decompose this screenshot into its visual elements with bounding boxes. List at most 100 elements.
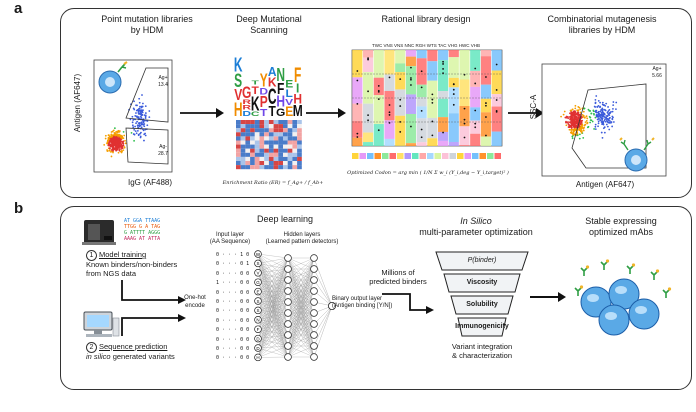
- flow-dot: [565, 124, 568, 127]
- design-dot: [463, 136, 466, 139]
- flow-dot: [123, 146, 126, 149]
- heatmap-cell: [278, 132, 283, 137]
- flow-dot: [146, 124, 149, 127]
- flow-dot: [589, 116, 592, 119]
- design-block: [405, 113, 416, 144]
- flow-dot: [597, 125, 599, 128]
- antigen-icon: [605, 259, 610, 263]
- flow-dot: [601, 101, 604, 104]
- design-block: [416, 84, 427, 98]
- heatmap-cell: [273, 144, 279, 149]
- flow-dot: [115, 131, 117, 133]
- design-dot: [420, 109, 423, 112]
- heatmap-cell: [278, 144, 283, 149]
- onehot-row: 0 · · · 0 0: [216, 327, 250, 334]
- combo-gate: [571, 83, 647, 169]
- flow-dot: [109, 147, 111, 150]
- rational-design-plot: [351, 49, 503, 147]
- amino-acid-label: E: [256, 289, 259, 294]
- design-block: [448, 87, 459, 114]
- flow-dot: [568, 128, 571, 131]
- funnel-pbinder: P(binder): [467, 257, 497, 264]
- heatmap-cell: [292, 156, 298, 161]
- design-dot: [388, 111, 391, 114]
- flow-dot: [109, 150, 112, 153]
- flow-dot: [139, 115, 142, 118]
- flow-dot: [139, 132, 141, 135]
- design-block: [480, 50, 491, 57]
- flow-dot: [582, 136, 585, 139]
- heatmap-cell: [240, 156, 246, 161]
- funnel-tier-1: [435, 251, 529, 271]
- step2-badge: 2: [86, 342, 97, 353]
- flow-dot: [607, 119, 610, 122]
- design-dot: [367, 119, 369, 122]
- heatmap-cell: [236, 144, 241, 149]
- heatmap-cell: [283, 144, 288, 149]
- flow-dot: [580, 128, 582, 131]
- onehot-row: 0 · · · 0 0: [216, 308, 250, 315]
- dms-title-line2: Scanning: [250, 25, 288, 35]
- flow-dot: [137, 134, 140, 137]
- flow-dot: [118, 149, 121, 152]
- flow-dot: [612, 104, 615, 107]
- flow-dot: [129, 118, 132, 121]
- flow-dot: [609, 121, 612, 124]
- design-dot: [485, 134, 487, 137]
- flow-dot: [569, 109, 572, 112]
- flow-dot: [118, 144, 120, 147]
- variant-label: Variant integration & characterization: [420, 342, 544, 360]
- flow-dot: [583, 107, 585, 110]
- flow-dot: [594, 111, 597, 113]
- heatmap-cell: [283, 132, 288, 137]
- cell-nucleus: [615, 286, 627, 294]
- logo-letter: N: [276, 66, 285, 86]
- heatmap-cell: [245, 128, 251, 133]
- flow-dot: [139, 105, 141, 108]
- heatmap-cell: [278, 165, 283, 170]
- antigen-icon: [585, 265, 590, 269]
- amino-acid-label: W: [256, 252, 261, 257]
- heatmap-cell: [268, 161, 274, 166]
- heatmap-cell: [292, 144, 298, 149]
- design-dot: [431, 134, 434, 137]
- legend-swatch: [419, 153, 426, 159]
- heatmap-cell: [236, 165, 241, 170]
- hdm-title-line1: Point mutation libraries: [101, 14, 193, 24]
- heatmap-cell: [254, 165, 260, 170]
- design-dot: [388, 76, 391, 79]
- flow-dot: [570, 115, 573, 118]
- design-block: [427, 61, 438, 81]
- funnel-viscosity: Viscosity: [466, 279, 498, 286]
- design-dot: [474, 109, 477, 112]
- heatmap-cell: [245, 132, 251, 137]
- design-dot: [367, 58, 369, 61]
- design-block: [427, 50, 438, 62]
- design-block: [480, 136, 491, 146]
- flow-dot: [114, 132, 117, 135]
- design-block: [405, 56, 416, 67]
- design-dot: [452, 93, 455, 95]
- design-dot: [399, 78, 402, 81]
- flow-dot: [582, 129, 585, 132]
- logo-letter: I: [296, 81, 299, 95]
- step1-badge: 1: [86, 250, 97, 261]
- heatmap-cell: [297, 132, 302, 137]
- flow-dot: [574, 104, 577, 107]
- logo-letter: P: [260, 93, 268, 111]
- flow-dot: [572, 131, 575, 134]
- heatmap-cell: [287, 136, 293, 141]
- legend-swatch: [404, 153, 411, 159]
- heatmap-cell: [250, 128, 255, 133]
- heatmap-cell: [236, 136, 241, 141]
- antigen-icon: [619, 137, 655, 141]
- heatmap-cell: [264, 144, 269, 149]
- onehot-row: 0 · · · 0 0: [216, 355, 250, 362]
- cell-icon-nucleus: [631, 155, 641, 165]
- heatmap-cell: [292, 124, 298, 129]
- design-block: [491, 106, 502, 132]
- legend-swatch: [412, 153, 419, 159]
- design-block: [384, 138, 395, 146]
- heatmap-cell: [287, 148, 293, 153]
- design-dot: [474, 126, 477, 129]
